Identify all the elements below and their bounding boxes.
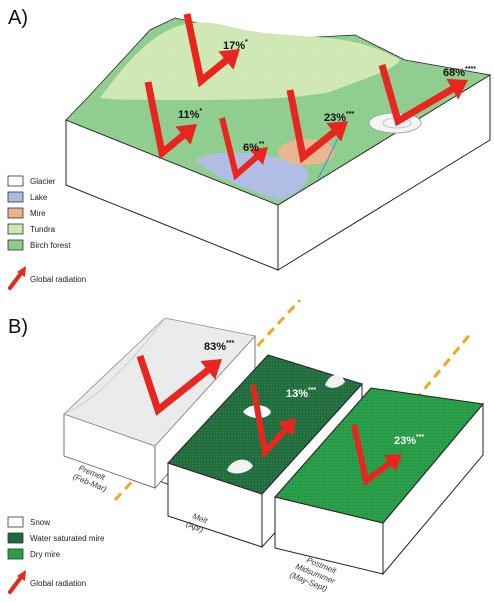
svg-text:6%**: 6%** xyxy=(243,141,265,154)
landscape-block-a xyxy=(65,17,492,271)
legend-a-swatch-tundra xyxy=(7,223,24,235)
value-premelt: 83%*** xyxy=(204,340,234,353)
legend-b-swatch-wet xyxy=(7,532,24,544)
tundra-arrow-icon xyxy=(183,13,240,88)
legend-a-swatch-glacier xyxy=(7,175,24,187)
radiation-arrows-b xyxy=(136,354,402,487)
value-lake: 6%** xyxy=(243,141,265,154)
svg-text:68%****: 68%**** xyxy=(443,66,476,79)
legend-a-swatch-lake xyxy=(7,191,24,203)
value-birch-pct: 11% xyxy=(178,109,200,121)
birch-arrow-head xyxy=(175,124,197,145)
snow-patch-3 xyxy=(325,374,345,388)
mire-arrow-shaft xyxy=(286,89,339,164)
legend-a-swatch-mire xyxy=(7,207,24,219)
premelt-arrow-icon xyxy=(136,354,222,416)
value-mire-sig: *** xyxy=(346,111,354,118)
block-premelt-top xyxy=(63,317,256,447)
legend-a-label-mire: Mire xyxy=(30,209,46,218)
glacier-arrow-shaft xyxy=(378,64,458,127)
legend-b-swatch-snow xyxy=(7,516,24,528)
lake-arrow-head xyxy=(249,147,268,165)
lake-arrow-icon xyxy=(219,117,268,181)
glacier-arrow-head xyxy=(446,78,468,100)
svg-text:23%***: 23%*** xyxy=(324,111,354,124)
svg-text:11%*: 11%* xyxy=(178,108,202,121)
lake-arrow-shaft xyxy=(219,117,261,181)
snow-contour xyxy=(63,317,166,415)
postmelt-arrow-icon xyxy=(351,424,402,487)
premelt-arrow-shaft xyxy=(136,354,213,416)
value-tundra: 17%* xyxy=(223,39,248,52)
svg-text:83%***: 83%*** xyxy=(204,340,234,353)
postmelt-arrow-shaft xyxy=(351,424,394,487)
value-tundra-pct: 17% xyxy=(223,40,245,52)
value-birch-sig: * xyxy=(199,108,202,115)
legend-b-arrowhead-icon xyxy=(17,570,26,581)
block-postmelt-texture xyxy=(275,388,483,523)
svg-text:13%***: 13%*** xyxy=(286,387,316,400)
svg-text:17%*: 17%* xyxy=(223,39,248,52)
panel-b-label: B) xyxy=(8,316,28,338)
value-lake-sig: ** xyxy=(259,141,265,148)
block-melt-texture xyxy=(168,355,362,494)
value-mire: 23%*** xyxy=(324,111,354,124)
legend-b: Snow Water saturated mire Dry mire Globa… xyxy=(7,516,105,594)
legend-a-swatch-birch xyxy=(7,239,24,251)
premelt-arrow-head xyxy=(200,359,222,380)
legend-a-label-birch: Birch forest xyxy=(30,241,71,250)
svg-text:23%***: 23%*** xyxy=(394,434,424,447)
legend-a: Glacier Lake Mire Tundra Birch forest Gl… xyxy=(7,175,86,290)
legend-a-arrow-icon xyxy=(8,270,24,290)
panel-a-label: A) xyxy=(8,7,28,29)
value-postmelt: 23%*** xyxy=(394,434,424,447)
birch-arrow-icon xyxy=(144,81,197,160)
legend-a-label-radiation: Global radiation xyxy=(30,275,86,284)
value-melt: 13%*** xyxy=(286,387,316,400)
birch-arrow-shaft xyxy=(144,81,189,160)
mire-arrow-icon xyxy=(286,89,348,164)
mire-arrow-head xyxy=(326,121,348,142)
value-lake-pct: 6% xyxy=(243,142,259,154)
melt-arrow-shaft xyxy=(250,384,290,459)
value-tundra-sig: * xyxy=(245,39,248,46)
legend-b-label-wet: Water saturated mire xyxy=(30,534,105,543)
legend-b-label-radiation: Global radiation xyxy=(30,579,86,588)
postmelt-arrow-head xyxy=(383,454,402,472)
value-glacier: 68%**** xyxy=(443,66,476,79)
value-glacier-sig: **** xyxy=(465,66,476,73)
block-postmelt xyxy=(274,387,484,576)
legend-a-label-glacier: Glacier xyxy=(30,177,56,186)
value-postmelt-pct: 23% xyxy=(394,435,416,447)
glacier-arrow-icon xyxy=(378,64,468,127)
value-birch: 11%* xyxy=(178,108,202,121)
value-melt-sig: *** xyxy=(308,387,316,394)
melt-arrow-icon xyxy=(250,384,296,459)
value-premelt-pct: 83% xyxy=(204,341,226,353)
radiation-arrows-a xyxy=(144,13,468,181)
tundra-arrow-shaft xyxy=(183,13,231,88)
legend-b-label-snow: Snow xyxy=(30,518,50,527)
value-premelt-sig: *** xyxy=(226,340,234,347)
legend-a-label-tundra: Tundra xyxy=(30,225,56,234)
value-mire-pct: 23% xyxy=(324,112,346,124)
legend-b-arrow-icon xyxy=(8,574,24,594)
value-melt-pct: 13% xyxy=(286,388,308,400)
legend-b-label-dry: Dry mire xyxy=(30,550,61,559)
snow-patch-2 xyxy=(227,459,253,474)
melt-arrow-head xyxy=(277,418,296,437)
legend-a-arrowhead-icon xyxy=(17,266,26,277)
legend-a-label-lake: Lake xyxy=(30,193,48,202)
legend-b-swatch-dry xyxy=(7,548,24,560)
tundra-arrow-head xyxy=(218,49,240,70)
value-glacier-pct: 68% xyxy=(443,67,465,79)
value-postmelt-sig: *** xyxy=(416,434,424,441)
